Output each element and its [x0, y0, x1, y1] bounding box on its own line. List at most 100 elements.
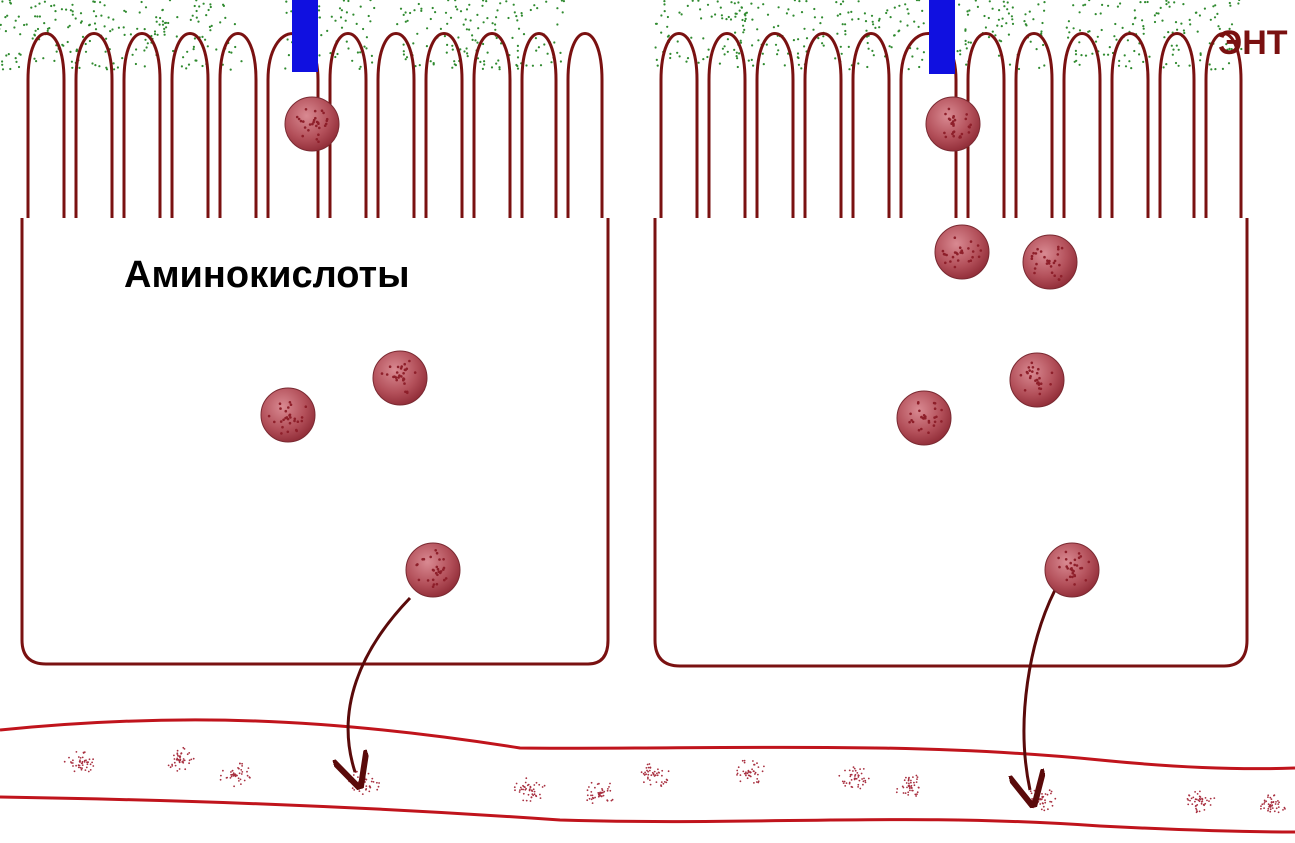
glycocalyx-dot: [523, 33, 525, 35]
glycocalyx-dot: [124, 34, 126, 36]
glycocalyx-dot: [513, 4, 515, 6]
glycocalyx-dot: [234, 46, 236, 48]
glycocalyx-dot: [1118, 65, 1120, 67]
blood-amino-acid-dot: [1032, 800, 1034, 802]
glycocalyx-dot: [921, 59, 923, 61]
blood-amino-acid-dot: [544, 785, 546, 787]
blood-amino-acid-dot: [656, 773, 658, 775]
blood-amino-acid-dot: [738, 766, 740, 768]
glycocalyx-dot: [1008, 34, 1010, 36]
blood-amino-acid-dot: [917, 776, 919, 778]
blood-amino-acid-dot: [849, 770, 851, 772]
glycocalyx-dot: [4, 16, 6, 18]
glycocalyx-dot: [1040, 30, 1042, 32]
glycocalyx-dot: [805, 0, 807, 2]
glycocalyx-dot: [898, 30, 900, 32]
blood-amino-acid-dot: [842, 781, 844, 783]
blood-amino-acid-dot: [1271, 801, 1273, 803]
blood-amino-acid-dot: [522, 800, 524, 802]
glycocalyx-dot: [482, 43, 484, 45]
blood-amino-acid-dot: [179, 759, 181, 761]
blood-amino-acid-dot: [863, 780, 865, 782]
glycocalyx-dot: [195, 0, 197, 1]
blood-amino-acid-dot: [356, 771, 358, 773]
microvilli: [28, 34, 1241, 219]
glycocalyx-dot: [891, 46, 893, 48]
glycocalyx-dot: [532, 65, 534, 67]
glycocalyx-dot: [669, 53, 671, 55]
glycocalyx-dot: [346, 41, 348, 43]
glycocalyx-dot: [145, 6, 147, 8]
glycocalyx-dot: [1075, 50, 1077, 52]
blood-amino-acid-dot: [90, 763, 92, 765]
blood-amino-acid-dot: [519, 791, 521, 793]
glycocalyx-dot: [1067, 37, 1069, 39]
amino-acid-sphere: [406, 543, 460, 597]
blood-amino-acid-dot: [233, 774, 235, 776]
glycocalyx-dot: [667, 36, 669, 38]
glycocalyx-dot: [368, 15, 370, 17]
glycocalyx-dot: [851, 18, 853, 20]
glycocalyx-dot: [959, 50, 961, 52]
glycocalyx-dot: [1216, 13, 1218, 15]
blood-amino-acid-dot: [861, 778, 863, 780]
glycocalyx-dot: [745, 18, 747, 20]
glycocalyx-dot: [230, 52, 232, 54]
amino-acid-sphere: [897, 391, 951, 445]
blood-amino-acid-dot: [592, 802, 594, 804]
blood-amino-acid-dot: [87, 763, 89, 765]
glycocalyx-dot: [750, 3, 752, 5]
glycocalyx-dot: [844, 30, 846, 32]
blood-amino-acid-dot: [1210, 798, 1212, 800]
glycocalyx-dot: [1080, 54, 1082, 56]
glycocalyx-dot: [756, 28, 758, 30]
blood-amino-acid-dot: [853, 766, 855, 768]
blood-amino-acid-dot: [514, 789, 516, 791]
glycocalyx-dot: [515, 64, 517, 66]
blood-amino-acid-dot: [1272, 801, 1274, 803]
left-microvillus: [522, 34, 556, 219]
glycocalyx-dot: [403, 50, 405, 52]
glycocalyx-dot: [515, 15, 517, 17]
glycocalyx-dot: [130, 33, 132, 35]
glycocalyx-dot: [1079, 64, 1081, 66]
glycocalyx-dot: [690, 37, 692, 39]
blood-amino-acid-dot: [1274, 810, 1276, 812]
glycocalyx-dot: [1214, 68, 1216, 70]
glycocalyx-dot: [162, 20, 164, 22]
glycocalyx-dot: [466, 28, 468, 30]
glycocalyx-dot: [1165, 3, 1167, 5]
blood-amino-acid-dot: [905, 777, 907, 779]
glycocalyx-dot: [136, 28, 138, 30]
blood-amino-acid-dot: [609, 790, 611, 792]
glycocalyx-dot: [864, 12, 866, 14]
glycocalyx-dot: [343, 0, 345, 2]
blood-amino-acid-dot: [182, 747, 184, 749]
blood-amino-acid-dot: [373, 781, 375, 783]
blood-amino-acid-dot: [177, 750, 179, 752]
glycocalyx-dot: [23, 24, 25, 26]
blood-amino-acid-dot: [742, 760, 744, 762]
blood-amino-acid-dot: [179, 768, 181, 770]
glycocalyx-dot: [9, 0, 11, 1]
glycocalyx-dot: [736, 52, 738, 54]
glycocalyx-dot: [819, 22, 821, 24]
glycocalyx-dot: [486, 17, 488, 19]
left-microvillus: [124, 34, 160, 219]
blood-amino-acid-dot: [748, 770, 750, 772]
glycocalyx-dot: [85, 43, 87, 45]
glycocalyx-dot: [1127, 39, 1129, 41]
glycocalyx-dot: [407, 20, 409, 22]
glycocalyx-dot: [201, 36, 203, 38]
glycocalyx-dot: [196, 10, 198, 12]
glycocalyx-dot: [1007, 1, 1009, 3]
glycocalyx-dot: [517, 45, 519, 47]
glycocalyx-dot: [396, 23, 398, 25]
glycocalyx-dot: [104, 4, 106, 6]
glycocalyx-dot: [977, 6, 979, 8]
blood-amino-acid-dot: [644, 772, 646, 774]
glycocalyx-dot: [1038, 67, 1040, 69]
glycocalyx-dot: [717, 0, 719, 2]
glycocalyx-dot: [1042, 44, 1044, 46]
glycocalyx-dot: [798, 0, 800, 2]
